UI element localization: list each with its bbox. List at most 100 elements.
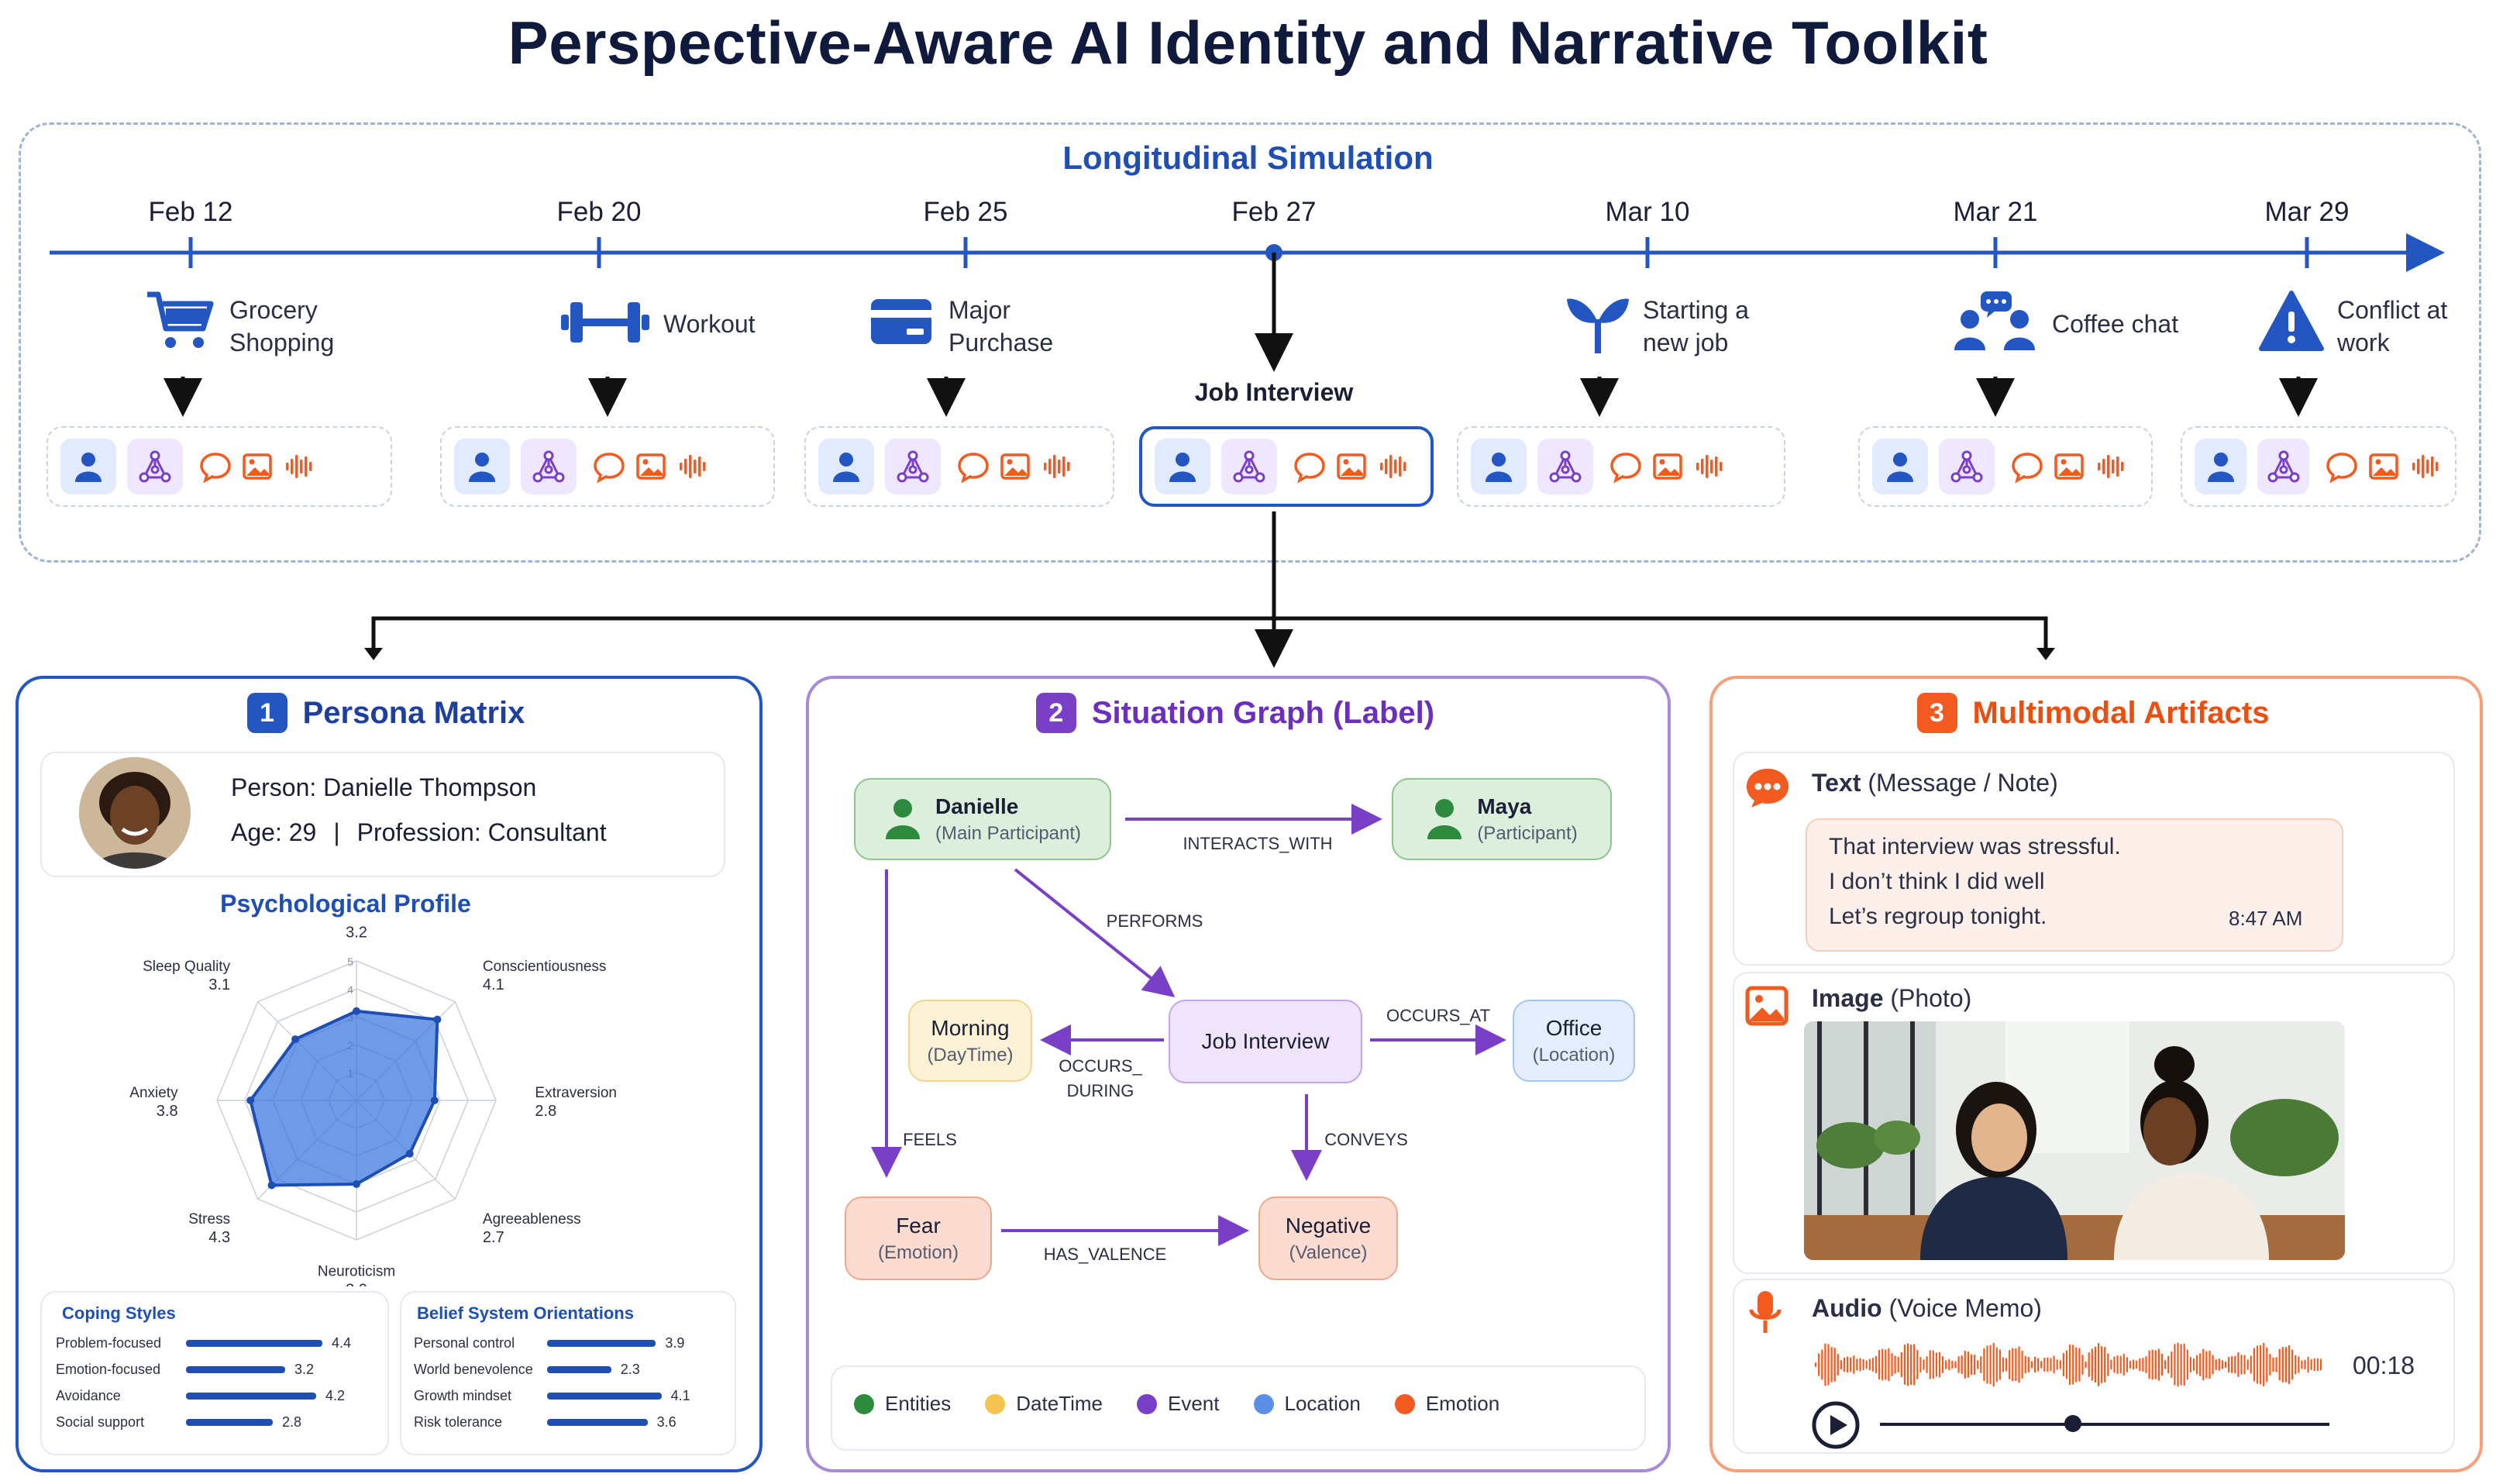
waveform-bar bbox=[2018, 1346, 2020, 1383]
chat-icon bbox=[1610, 453, 1641, 484]
waveform-bar bbox=[2313, 1358, 2315, 1372]
radar-axis-label: Conscientiousness bbox=[483, 959, 606, 975]
waveform-bar bbox=[1871, 1358, 1874, 1372]
persona-title: 1 Persona Matrix bbox=[15, 693, 756, 733]
radar-axis-value: 4.3 bbox=[208, 1229, 230, 1246]
radar-axis-label: Stress bbox=[188, 1211, 230, 1227]
waveform-bar bbox=[2126, 1357, 2128, 1372]
waveform-bar bbox=[2021, 1350, 2023, 1379]
person-icon bbox=[885, 798, 920, 839]
waveform-bar bbox=[2171, 1351, 2173, 1379]
legend-label: Location bbox=[1284, 1392, 1361, 1415]
node-office[interactable]: Office(Location) bbox=[1513, 1000, 1635, 1082]
waveform-bar bbox=[1948, 1358, 1950, 1371]
timeline-panel bbox=[19, 122, 2481, 563]
waveform-bar bbox=[1888, 1348, 1890, 1382]
audio-icon bbox=[286, 455, 312, 478]
node-sub: (Participant) bbox=[1477, 822, 1578, 844]
waveform-bar bbox=[2040, 1361, 2043, 1369]
legend-item: Location bbox=[1253, 1392, 1361, 1416]
image-icon bbox=[1000, 453, 1030, 480]
radar-axis-value: 3.8 bbox=[157, 1103, 178, 1120]
bar-value: 3.9 bbox=[665, 1334, 685, 1351]
waveform-bar bbox=[2012, 1348, 2014, 1382]
image-icon bbox=[1745, 986, 1789, 1026]
waveform-bar bbox=[2072, 1345, 2074, 1385]
audio-artifact-label: Audio (Voice Memo) bbox=[1812, 1294, 2042, 1322]
waveform-bar bbox=[2027, 1356, 2030, 1373]
artifact-card[interactable] bbox=[2181, 426, 2456, 507]
waveform-bar bbox=[1843, 1357, 1846, 1372]
waveform-bar bbox=[1980, 1356, 1982, 1373]
waveform-bar bbox=[2275, 1357, 2277, 1372]
waveform-bar bbox=[2085, 1361, 2087, 1369]
waveform-bar bbox=[1853, 1355, 1855, 1374]
dumbbell-icon bbox=[561, 302, 649, 343]
edge-label: PERFORMS bbox=[1106, 911, 1203, 931]
waveform-bar bbox=[2151, 1349, 2153, 1380]
artifact-card[interactable] bbox=[440, 426, 775, 507]
node-maya[interactable]: Maya(Participant) bbox=[1392, 778, 1612, 860]
node-sub: (Main Participant) bbox=[935, 822, 1082, 844]
artifact-card[interactable] bbox=[46, 426, 392, 507]
waveform-bar bbox=[2228, 1356, 2230, 1373]
message-bubble bbox=[1806, 818, 2343, 952]
play-button[interactable] bbox=[1810, 1400, 1861, 1451]
node-name: Negative bbox=[1285, 1214, 1372, 1238]
waveform-bar bbox=[2075, 1347, 2078, 1382]
radar-ring-label: 4 bbox=[347, 983, 353, 996]
waveform-bar bbox=[2148, 1350, 2150, 1379]
artifact-card-active[interactable] bbox=[1139, 426, 1434, 507]
waveform-bar bbox=[2301, 1360, 2303, 1369]
audio-progress-knob[interactable] bbox=[2064, 1415, 2082, 1432]
bar-label: Growth mindset bbox=[414, 1387, 512, 1403]
waveform-bar bbox=[2196, 1355, 2198, 1375]
edge-label: HAS_VALENCE bbox=[1043, 1245, 1167, 1264]
coping-box bbox=[40, 1291, 389, 1455]
waveform-bar bbox=[1945, 1360, 1947, 1369]
audio-progress-track[interactable] bbox=[1880, 1423, 2329, 1426]
panel-title-text: Persona Matrix bbox=[302, 695, 525, 730]
microphone-icon bbox=[1749, 1291, 1782, 1333]
panel-number-badge: 1 bbox=[246, 693, 287, 733]
artifact-card[interactable] bbox=[1858, 426, 2153, 507]
waveform-bar bbox=[2136, 1360, 2138, 1369]
waveform-bar bbox=[1856, 1358, 1858, 1371]
artifact-card[interactable] bbox=[804, 426, 1114, 507]
persona-icon bbox=[1471, 439, 1527, 494]
bar-value: 4.4 bbox=[332, 1334, 352, 1351]
bar-fill bbox=[547, 1392, 662, 1400]
bar-value: 2.3 bbox=[620, 1361, 640, 1377]
waveform-bar bbox=[1894, 1355, 1896, 1374]
chat-icon bbox=[2326, 453, 2357, 484]
edge-label: CONVEYS bbox=[1324, 1130, 1408, 1149]
waveform-bar bbox=[1961, 1355, 1963, 1375]
graph-icon bbox=[2257, 439, 2309, 494]
node-morning[interactable]: Morning(DayTime) bbox=[908, 1000, 1032, 1082]
node-danielle[interactable]: Danielle (Main Participant) bbox=[854, 778, 1111, 860]
radar-axis-label: Neuroticism bbox=[318, 1263, 395, 1279]
audio-icon bbox=[1696, 455, 1723, 478]
waveform-bar bbox=[2037, 1358, 2040, 1372]
waveform-bar bbox=[2291, 1349, 2294, 1380]
waveform-bar bbox=[2015, 1348, 2017, 1382]
node-negative[interactable]: Negative (Valence) bbox=[1258, 1196, 1398, 1280]
waveform-bar bbox=[1850, 1357, 1852, 1372]
node-fear[interactable]: Fear(Emotion) bbox=[845, 1196, 992, 1280]
node-job-interview[interactable]: Job Interview bbox=[1169, 1000, 1362, 1083]
artifact-card[interactable] bbox=[1457, 426, 1785, 507]
node-name: Danielle bbox=[935, 794, 1019, 819]
waveform-bar bbox=[1964, 1350, 1966, 1379]
radar-chart: 12345Openness3.2Conscientiousness4.1Extr… bbox=[129, 922, 617, 1286]
artifacts-title: 3 Multimodal Artifacts bbox=[1709, 693, 2477, 733]
people-chat-icon bbox=[1954, 291, 2035, 350]
waveform-bar bbox=[2253, 1348, 2255, 1382]
node-sub: (Valence) bbox=[1289, 1241, 1368, 1263]
waveform-bar bbox=[1974, 1354, 1976, 1376]
waveform-bar bbox=[1935, 1352, 1937, 1377]
waveform-bar bbox=[2122, 1353, 2125, 1376]
